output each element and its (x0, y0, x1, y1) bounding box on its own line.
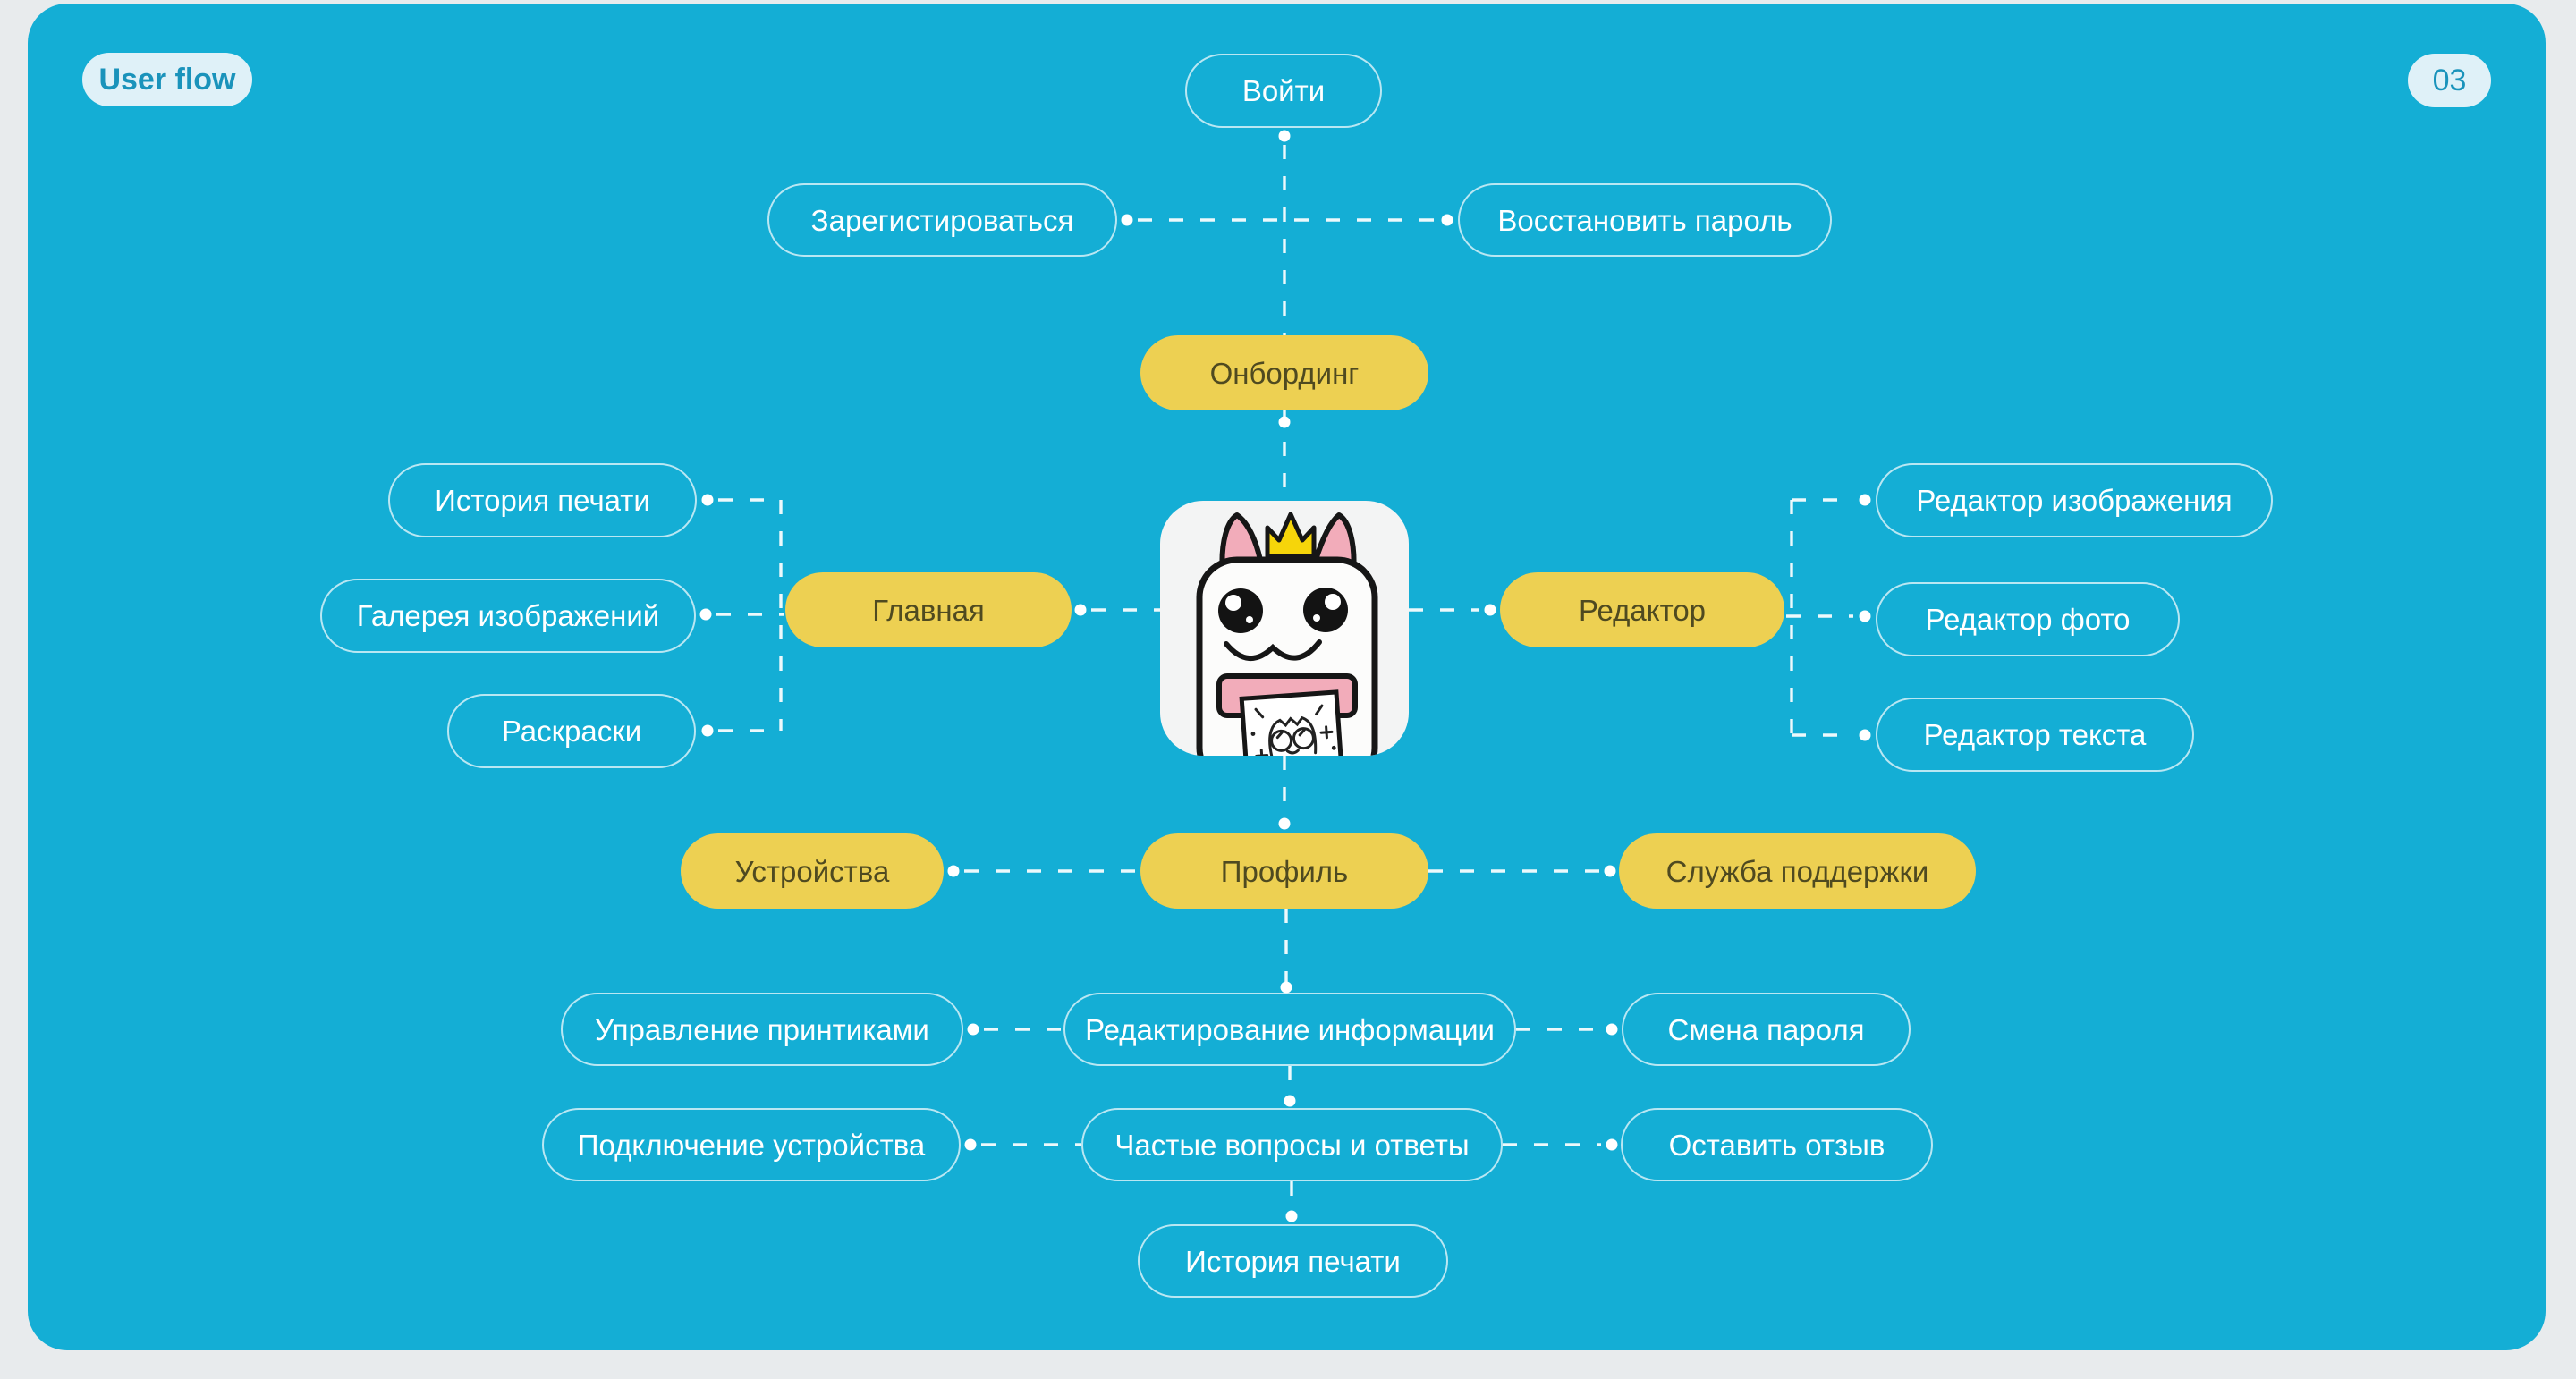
flow-node-onboarding: Онбординг (1140, 335, 1428, 410)
cat-printer-icon (1196, 512, 1378, 756)
flow-node-profile: Профиль (1140, 833, 1428, 909)
flow-node-faq: Частые вопросы и ответы (1081, 1108, 1503, 1181)
flow-node-recover-password: Восстановить пароль (1458, 183, 1832, 257)
flow-node-change-password: Смена пароля (1622, 993, 1911, 1066)
printik-cat-mascot-image (1160, 501, 1409, 756)
flow-node-manage-printers: Управление принтиками (561, 993, 963, 1066)
flow-node-support: Служба поддержки (1619, 833, 1976, 909)
flow-node-devices: Устройства (681, 833, 944, 909)
flow-node-image-gallery: Галерея изображений (320, 579, 696, 653)
userflow-badge: User flow (82, 53, 252, 106)
flow-node-photo-editor: Редактор фото (1876, 582, 2180, 656)
connector-dots (699, 130, 1871, 1222)
flow-node-editor: Редактор (1500, 572, 1784, 647)
flow-node-print-history-bottom: История печати (1138, 1224, 1448, 1298)
flow-node-coloring-pages: Раскраски (447, 694, 696, 768)
flow-node-main: Главная (785, 572, 1072, 647)
flow-node-print-history: История печати (388, 463, 697, 537)
flow-node-image-editor: Редактор изображения (1876, 463, 2273, 537)
flow-node-login: Войти (1185, 54, 1382, 128)
flow-node-connect-device: Подключение устройства (542, 1108, 961, 1181)
flow-node-edit-info: Редактирование информации (1063, 993, 1516, 1066)
flow-node-leave-feedback: Оставить отзыв (1621, 1108, 1933, 1181)
flow-node-register: Зарегистироваться (767, 183, 1117, 257)
page-number-badge: 03 (2408, 54, 2491, 107)
flow-node-text-editor: Редактор текста (1876, 698, 2194, 772)
